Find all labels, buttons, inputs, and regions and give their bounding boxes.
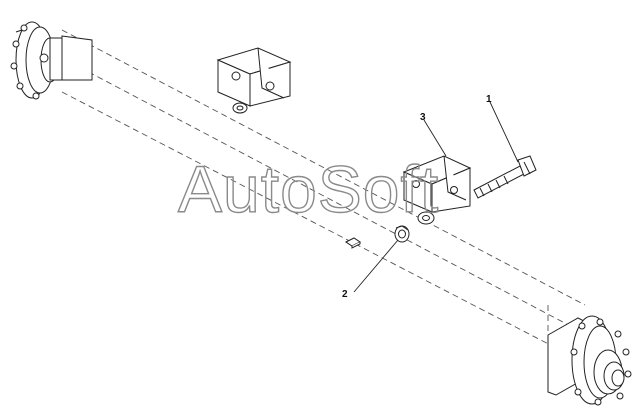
callout-3: 3: [420, 112, 426, 123]
leader-lines: [353, 101, 519, 293]
bracket-3: [402, 155, 472, 225]
callout-2: 2: [342, 289, 348, 300]
upper-u-bracket: [216, 47, 292, 114]
small-key-parts: [345, 237, 361, 249]
bolt-1: [473, 155, 537, 199]
left-hub: [10, 21, 93, 100]
callout-1: 1: [486, 94, 492, 105]
watermark-text: AutoSoft: [178, 152, 439, 226]
nut-2: [394, 225, 410, 243]
right-hub: [547, 315, 632, 406]
